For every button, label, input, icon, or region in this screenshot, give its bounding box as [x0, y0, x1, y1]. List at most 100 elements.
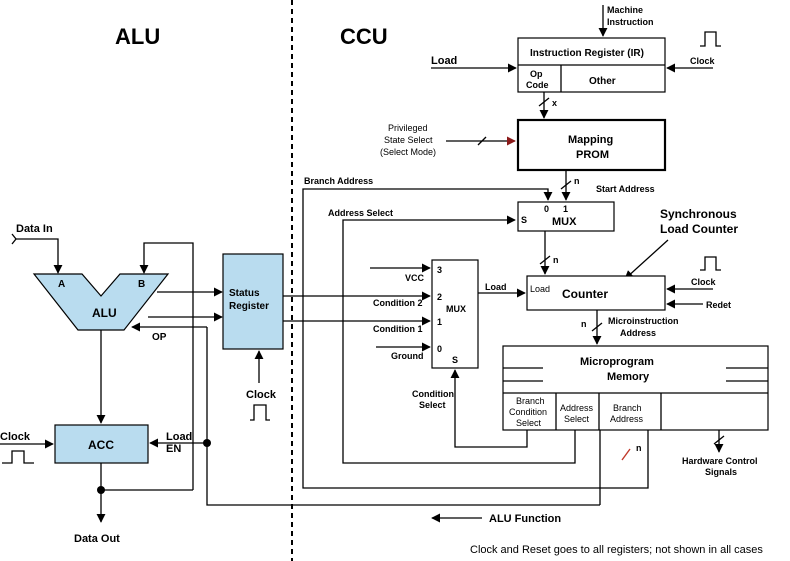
- status-register-label-2: Register: [229, 301, 269, 312]
- privileged-label-3: (Select Mode): [380, 147, 436, 157]
- acc-clock-pulse-icon: [2, 450, 34, 464]
- sync-counter-label-1: Synchronous: [660, 207, 737, 221]
- footnote: Clock and Reset goes to all registers; n…: [470, 544, 763, 556]
- branch-address-wire: [302, 188, 649, 489]
- data-out-label: Data Out: [74, 533, 120, 545]
- condition-1-label: Condition 1: [373, 324, 423, 334]
- counter-label: Counter: [562, 287, 608, 301]
- start-address-n-label: n: [574, 176, 580, 186]
- ground-label: Ground: [391, 351, 424, 361]
- counter-load-input: Load: [530, 284, 550, 294]
- ir-bus-slash: [538, 97, 550, 107]
- privileged-bus-slash: [477, 136, 487, 146]
- cmux-load-label: Load: [485, 282, 507, 292]
- hardware-control-label-2: Signals: [705, 467, 737, 477]
- status-clock-label: Clock: [246, 389, 277, 401]
- privileged-label-2: State Select: [384, 135, 433, 145]
- reset-label: Redet: [706, 300, 731, 310]
- data-in-wire: [16, 238, 63, 274]
- condition-2-label: Condition 2: [373, 298, 423, 308]
- op-code-label-2: Code: [526, 80, 549, 90]
- condition-select-wire: [450, 369, 528, 448]
- op-label: OP: [152, 332, 167, 343]
- status-register: [222, 253, 284, 350]
- vcc-label: VCC: [405, 273, 425, 283]
- condition-mux: [431, 259, 479, 369]
- address-select-wire: [342, 215, 576, 464]
- counter-clock-label: Clock: [691, 277, 717, 287]
- condition-mux-2: 2: [437, 292, 442, 302]
- hardware-control-label-1: Hardware Control: [682, 456, 758, 466]
- hardware-control-bus-slash: [713, 435, 725, 445]
- start-address-bus-slash: [560, 180, 572, 190]
- condition-mux-3: 3: [437, 265, 442, 275]
- address-mux-0: 0: [544, 204, 549, 214]
- counter: [526, 275, 666, 311]
- field-branch-condition-3: Select: [516, 418, 542, 428]
- condition-mux-s: S: [452, 355, 458, 365]
- privileged-label-1: Privileged: [388, 123, 428, 133]
- acc-clock-label: Clock: [0, 431, 31, 443]
- ir-load-label: Load: [431, 55, 457, 67]
- status-clock-pulse-icon: [250, 404, 270, 421]
- micro-address-bus-slash: [591, 322, 603, 332]
- instruction-register-label: Instruction Register (IR): [530, 48, 644, 59]
- address-mux-label: MUX: [552, 216, 577, 228]
- alu-input-b: B: [138, 279, 145, 290]
- microinstruction-label-1: Microinstruction: [608, 316, 679, 326]
- branch-address-label: Branch Address: [304, 176, 373, 186]
- counter-clock-pulse-icon: [700, 256, 721, 271]
- micro-address-n-label: n: [581, 319, 587, 329]
- x-label: x: [552, 98, 557, 108]
- condition-select-label-1: Condition: [412, 389, 454, 399]
- op-code-label-1: Op: [530, 69, 543, 79]
- field-branch-address-1: Branch: [613, 403, 642, 413]
- ir-clock-pulse-icon: [700, 31, 721, 47]
- mux-counter-n-label: n: [553, 255, 559, 265]
- field-branch-condition-1: Branch: [516, 396, 545, 406]
- field-branch-address-2: Address: [610, 414, 644, 424]
- ccu-heading: CCU: [340, 24, 388, 49]
- acc-en-label: EN: [166, 443, 181, 455]
- acc-register: [54, 424, 149, 464]
- alu-input-a: A: [58, 279, 65, 290]
- microprogram-label-1: Microprogram: [580, 356, 654, 368]
- acc-label: ACC: [88, 438, 114, 452]
- ir-clock-label: Clock: [690, 56, 716, 66]
- address-mux-1: 1: [563, 204, 568, 214]
- alu-heading: ALU: [115, 24, 160, 49]
- condition-select-label-2: Select: [419, 400, 446, 410]
- condition-mux-1: 1: [437, 317, 442, 327]
- microprogram-label-2: Memory: [607, 371, 650, 383]
- microprogram-memory: [502, 345, 769, 431]
- mapping-prom-label-2: PROM: [576, 149, 609, 161]
- machine-instruction-label-1: Machine: [607, 5, 643, 15]
- address-select-label: Address Select: [328, 208, 393, 218]
- alu-function-bus-wire: [206, 327, 600, 506]
- data-in-terminal: [11, 233, 17, 245]
- mux-counter-bus-slash: [539, 255, 551, 265]
- alu-label: ALU: [92, 306, 117, 320]
- data-in-label: Data In: [16, 223, 53, 235]
- address-mux-s: S: [521, 215, 527, 225]
- acc-feedback-wire: [139, 242, 194, 490]
- mapping-prom: [516, 118, 667, 172]
- ir-other-label: Other: [589, 76, 616, 87]
- field-address-select-1: Address: [560, 403, 594, 413]
- branch-address-n-label: n: [636, 443, 642, 453]
- sync-counter-label-2: Load Counter: [660, 222, 738, 236]
- field-address-select-2: Select: [564, 414, 590, 424]
- condition-mux-0: 0: [437, 344, 442, 354]
- acc-load-label: Load: [166, 431, 192, 443]
- status-register-label-1: Status: [229, 288, 260, 299]
- field-branch-condition-2: Condition: [509, 407, 547, 417]
- alu-function-label: ALU Function: [489, 513, 561, 525]
- microinstruction-label-2: Address: [620, 328, 656, 338]
- start-address-label: Start Address: [596, 184, 655, 194]
- condition-mux-label: MUX: [446, 304, 466, 314]
- address-mux: [517, 201, 615, 232]
- mapping-prom-label-1: Mapping: [568, 134, 613, 146]
- branch-address-bus-slash: [621, 448, 631, 461]
- sync-counter-pointer: [624, 239, 669, 280]
